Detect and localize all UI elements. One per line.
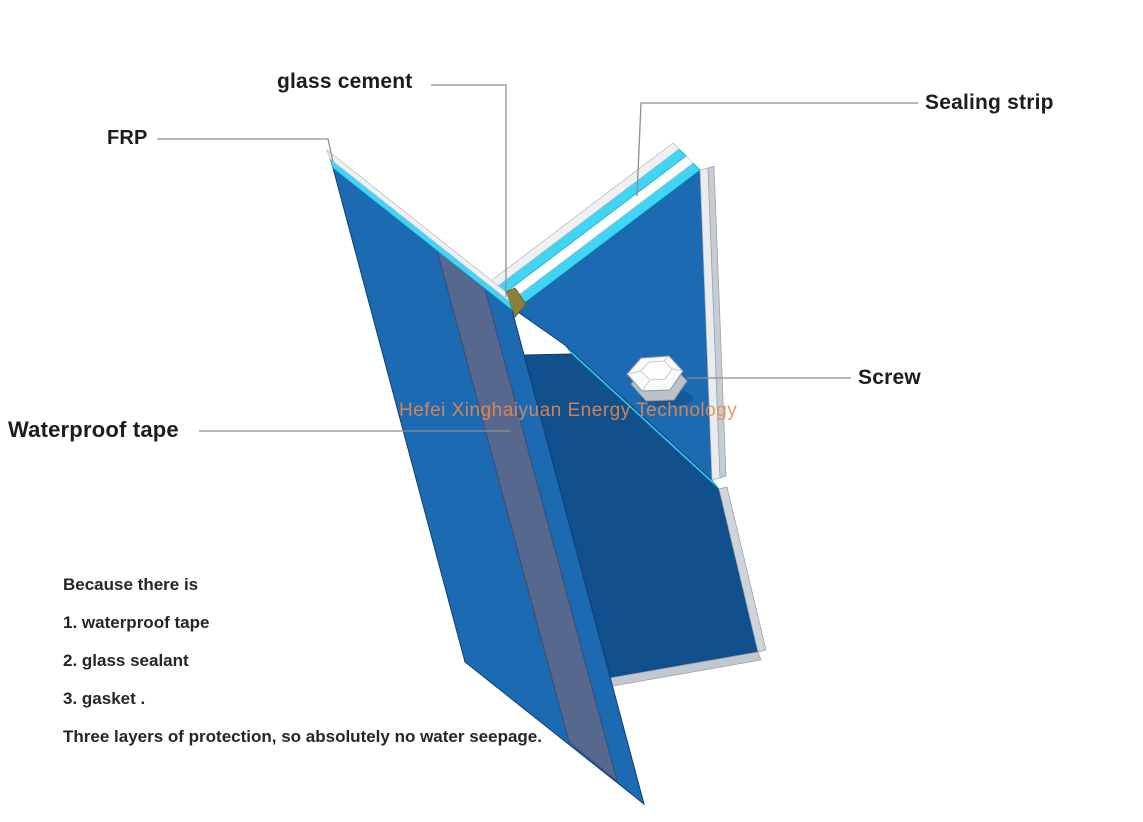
screw-facet-line xyxy=(663,355,670,362)
note-item: 1. waterproof tape xyxy=(63,613,210,632)
note-item: 2. glass sealant xyxy=(63,651,189,670)
frp-top-edge-face xyxy=(326,148,510,303)
callout-line-frp xyxy=(157,138,334,163)
notes-block: Because there is 1. waterproof tape 2. g… xyxy=(63,574,542,764)
note-intro: Because there is xyxy=(63,575,199,594)
screw-facet-line xyxy=(641,379,651,392)
back-panel-side-face xyxy=(718,486,767,653)
screw-head xyxy=(626,355,693,407)
label-waterproof-tape: Waterproof tape xyxy=(8,417,179,442)
screw-facet-line xyxy=(626,370,642,375)
label-frp: FRP xyxy=(107,127,148,149)
label-glass-cement: glass cement xyxy=(277,70,413,93)
note-item: 3. gasket . xyxy=(63,689,146,708)
note-conclusion: Three layers of protection, so absolutel… xyxy=(63,727,542,746)
label-sealing-strip: Sealing strip xyxy=(925,91,1054,114)
screw-facet-line xyxy=(671,368,684,372)
label-screw: Screw xyxy=(858,366,921,389)
watermark-text: Hefei Xinghaiyuan Energy Technology xyxy=(399,400,737,421)
cover-side-face-gray xyxy=(707,165,727,479)
back-panel-bottom-edge xyxy=(609,651,762,687)
callout-line-sealing-strip xyxy=(636,102,918,197)
callout-line-glass-cement xyxy=(431,84,507,297)
